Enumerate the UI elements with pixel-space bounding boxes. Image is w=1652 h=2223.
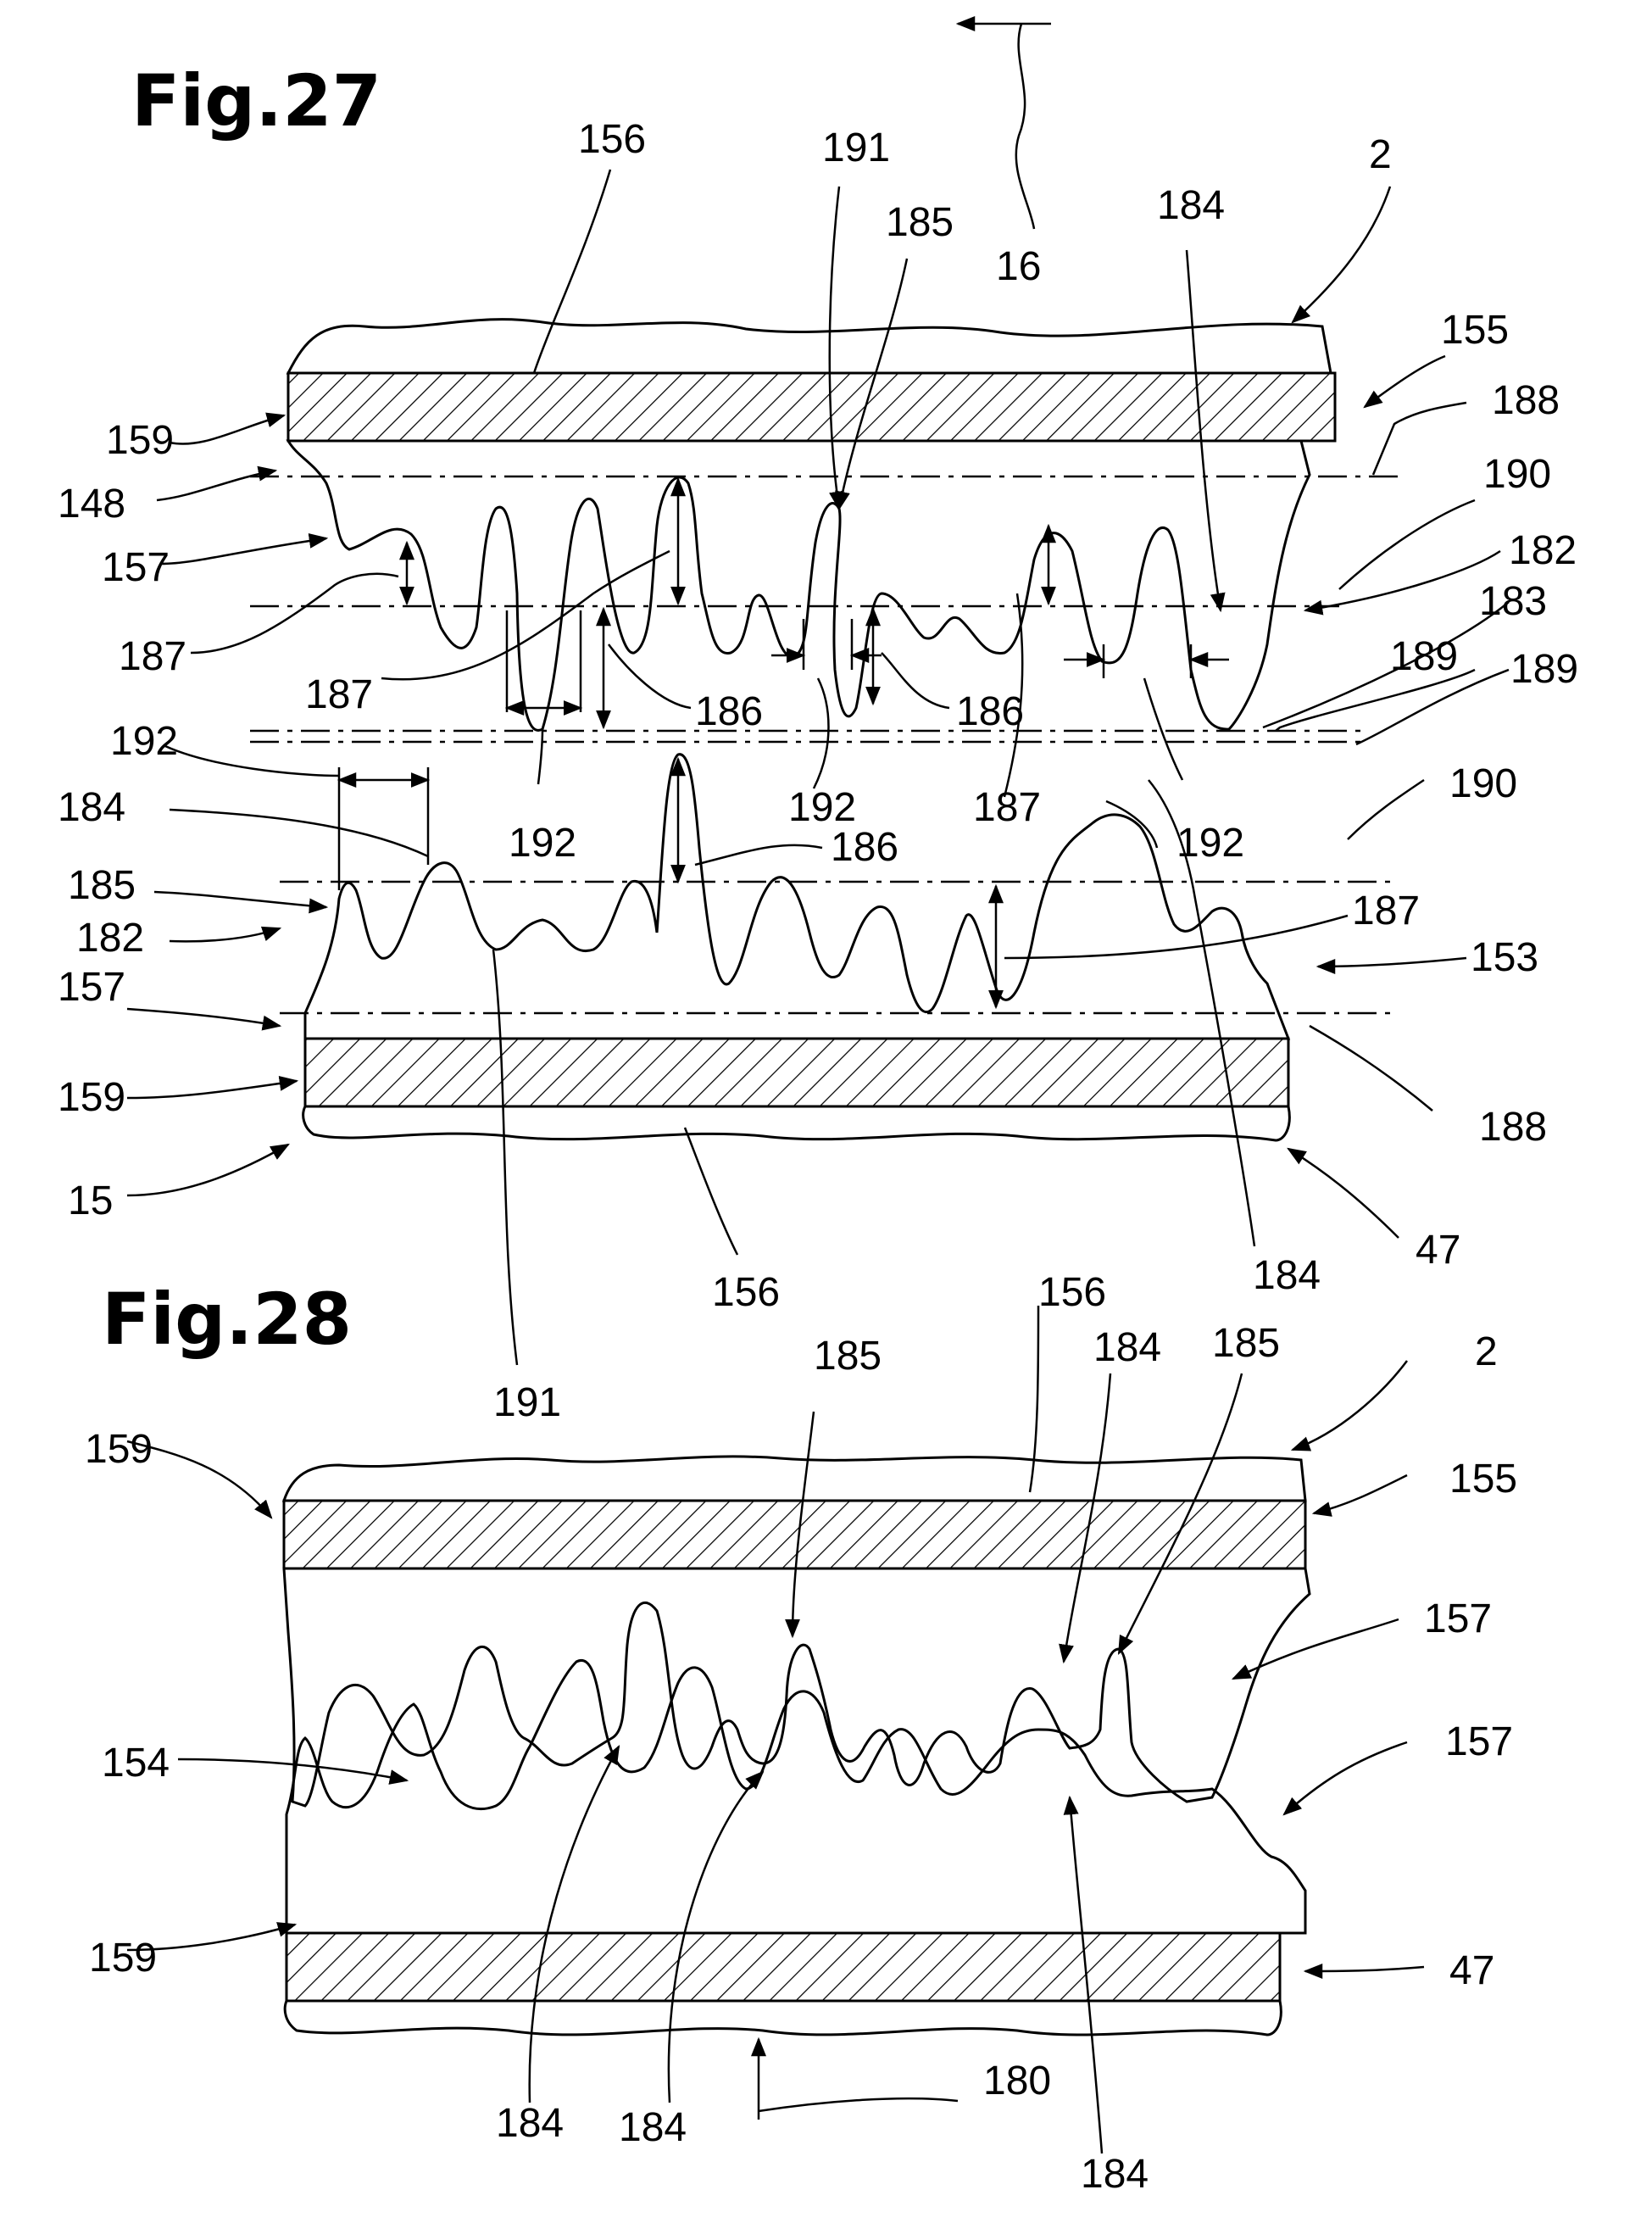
ref-label: 157 [58, 965, 125, 1010]
ref-label: 184 [1093, 1325, 1161, 1370]
ref-label: 155 [1449, 1457, 1517, 1502]
ref-label: 2 [1475, 1329, 1498, 1374]
ref-label: 159 [85, 1427, 153, 1472]
ref-label: 2 [1369, 132, 1392, 177]
labels-fig28: 156 185 184 185 2 159 155 157 154 157 15… [85, 1270, 1517, 2197]
ref-label: 157 [102, 545, 170, 590]
ref-label: 153 [1471, 935, 1538, 980]
ref-label: 156 [1038, 1270, 1106, 1315]
ref-label: 157 [1445, 1719, 1513, 1764]
ref-label: 184 [58, 785, 125, 830]
fig28-upper-band-159 [284, 1501, 1305, 1568]
fig28-lower-substrate-47 [285, 2001, 1281, 2035]
ref-label: 187 [1352, 889, 1420, 933]
lower-substrate-47 [303, 1106, 1290, 1140]
ref-label: 186 [695, 689, 763, 734]
ref-label: 148 [58, 482, 125, 526]
ref-label: 159 [58, 1075, 125, 1120]
labels-fig27: 156 191 185 16 184 2 155 188 190 182 183… [58, 117, 1578, 1425]
ref-label: 192 [1176, 821, 1244, 866]
ref-label: 190 [1449, 761, 1517, 806]
upper-sliding-layer-155 [288, 441, 1310, 730]
ref-label: 159 [89, 1936, 157, 1981]
ref-label: 186 [956, 689, 1024, 734]
ref-label: 185 [68, 863, 136, 908]
fig28-lower-band-159 [286, 1933, 1280, 2001]
ref-label: 182 [76, 916, 144, 961]
upper-band-159 [288, 373, 1335, 441]
ref-label: 192 [110, 719, 178, 764]
ref-label: 185 [886, 200, 954, 245]
lower-band-159 [305, 1039, 1288, 1106]
direction-arrow-180 [759, 2039, 958, 2120]
fig27-group: Fig.27 [58, 24, 1578, 1425]
ref-label: 156 [578, 117, 646, 162]
ref-label: 190 [1483, 452, 1551, 497]
ref-label: 185 [1212, 1321, 1280, 1366]
fig28-title: Fig.28 [102, 1278, 352, 1361]
ref-label: 180 [983, 2059, 1051, 2103]
ref-label: 191 [493, 1380, 561, 1425]
ref-label: 182 [1509, 528, 1577, 573]
ref-label: 184 [1253, 1253, 1321, 1298]
ref-label: 191 [822, 125, 890, 170]
ref-label: 47 [1416, 1228, 1460, 1273]
ref-label: 47 [1449, 1948, 1494, 1993]
ref-label: 183 [1479, 579, 1547, 624]
ref-label: 188 [1479, 1105, 1547, 1150]
fig28-group: Fig.28 [85, 1270, 1517, 2197]
ref-label: 156 [712, 1270, 780, 1315]
ref-label: 184 [496, 2101, 564, 2146]
fig27-title: Fig.27 [131, 59, 381, 142]
ref-label: 188 [1492, 378, 1560, 423]
ref-label: 184 [1157, 183, 1225, 228]
ref-label: 157 [1424, 1596, 1492, 1641]
ref-label: 187 [973, 785, 1041, 830]
ref-label: 154 [102, 1741, 170, 1786]
ref-label: 185 [814, 1334, 882, 1379]
ref-label: 155 [1441, 308, 1509, 353]
ref-label: 187 [119, 634, 186, 679]
ref-label: 184 [619, 2105, 687, 2150]
ref-label: 192 [509, 821, 576, 866]
ref-label: 192 [788, 785, 856, 830]
ref-label: 16 [996, 244, 1041, 289]
dimension-arrows-fig27 [339, 479, 1229, 1007]
leader-lines-fig27 [127, 170, 1509, 1365]
direction-arrow-16 [958, 24, 1051, 229]
ref-label: 15 [68, 1178, 113, 1223]
ref-label: 184 [1081, 2152, 1149, 2197]
ref-label: 159 [106, 418, 174, 463]
fig28-lower-layer-157 [286, 1660, 1305, 1933]
fig28-upper-substrate-2 [284, 1457, 1305, 1501]
upper-substrate-2 [288, 320, 1331, 373]
ref-label: 189 [1510, 647, 1578, 692]
ref-label: 186 [831, 825, 898, 870]
ref-label: 189 [1390, 634, 1458, 679]
fig28-upper-layer-155 [284, 1568, 1310, 1806]
ref-label: 187 [305, 672, 373, 717]
